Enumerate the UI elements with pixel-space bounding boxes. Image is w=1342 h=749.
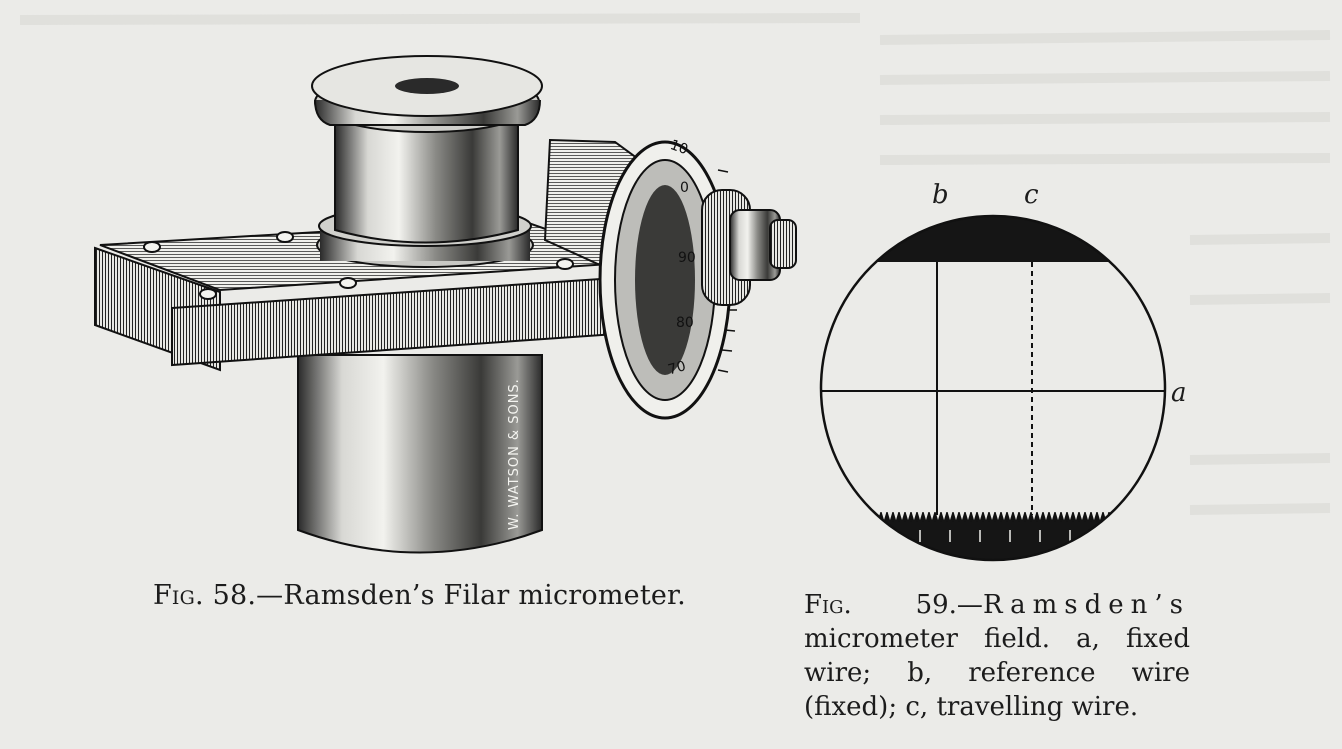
fig59-caption-body: micrometer field. a, fixed wire; b, refe… xyxy=(804,624,1190,722)
label-b: b xyxy=(932,180,949,210)
fig59-caption: Fig. 59.—Ramsden’s micrometer field. a, … xyxy=(804,588,1190,724)
filar-micrometer-illustration: 10 0 90 80 70 W. WATSON & SONS. xyxy=(94,55,797,554)
dial-number: 80 xyxy=(676,315,694,331)
fig59-caption-title: Ramsden’s xyxy=(982,590,1190,620)
micrometer-field-diagram xyxy=(819,214,1167,562)
fig59-caption-prefix: Fig. xyxy=(804,590,852,620)
dial-number: 70 xyxy=(666,358,687,378)
label-a: a xyxy=(1171,378,1187,408)
maker-mark: W. WATSON & SONS. xyxy=(507,378,522,530)
fig58-caption-text: 58.—Ramsden’s Filar micrometer. xyxy=(212,580,686,611)
dial-number: 0 xyxy=(680,180,689,196)
fig58-caption: Fig. 58.—Ramsden’s Filar micrometer. xyxy=(153,580,753,611)
label-c: c xyxy=(1024,180,1039,210)
dial-number: 10 xyxy=(668,137,690,158)
fig58-caption-prefix: Fig. xyxy=(153,580,204,611)
field-circle xyxy=(819,214,1167,562)
dial-number: 90 xyxy=(678,250,696,266)
fig59-caption-number: 59.— xyxy=(915,590,983,620)
